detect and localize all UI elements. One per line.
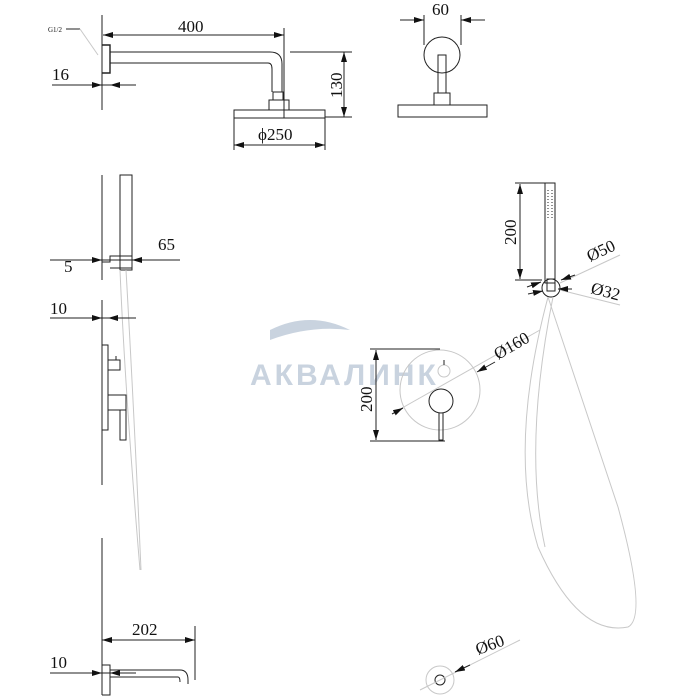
spout-d60-label: Ø60 — [473, 631, 507, 659]
mixer-depth-label: 10 — [50, 299, 67, 318]
head-drop-label: 130 — [327, 73, 346, 99]
hand-shower-front-view: 200 Ø50 Ø32 — [501, 182, 637, 629]
spout-plate-front-view: Ø60 — [419, 631, 521, 695]
thread-label: G1/2 — [48, 26, 63, 34]
spout-side-view: 202 10 — [50, 538, 196, 696]
wall-flange-label: 16 — [52, 65, 69, 84]
spout-depth-label: 10 — [50, 653, 67, 672]
hand-length-label: 200 — [501, 220, 520, 246]
holder-offset-label: 5 — [64, 257, 73, 276]
arm-length-label: 400 — [178, 17, 204, 36]
plate-d160-label: Ø160 — [491, 328, 533, 363]
hand-d32-label: Ø32 — [589, 279, 622, 305]
spout-length-label: 202 — [132, 620, 158, 639]
head-diameter-label: ϕ250 — [258, 125, 292, 144]
hand-d50-label: Ø50 — [584, 236, 619, 266]
svg-text:АКВАЛИНК: АКВАЛИНК — [250, 359, 439, 392]
shower-arm-side-view: 400 16 G1/2 130 ϕ250 — [48, 15, 352, 150]
arm-flange-label: 60 — [432, 0, 449, 19]
mixer-side-view: 10 — [50, 299, 136, 485]
holder-depth-label: 65 — [158, 235, 175, 254]
plate-height-label: 200 — [357, 387, 376, 413]
hand-shower-holder-side-view: 65 5 — [50, 174, 180, 571]
shower-arm-front-view: 60 — [397, 0, 488, 118]
watermark-logo: АКВАЛИНК — [250, 320, 439, 392]
